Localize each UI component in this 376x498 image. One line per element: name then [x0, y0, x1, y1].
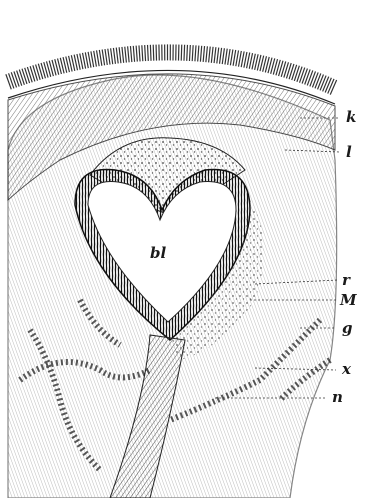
label-g: g [342, 319, 353, 337]
label-n: n [332, 388, 343, 406]
label-r: r [342, 271, 351, 289]
label-M: M [339, 291, 357, 309]
label-l: l [346, 143, 352, 161]
label-bl: bl [150, 244, 166, 262]
label-k: k [346, 108, 356, 126]
label-x: x [341, 360, 352, 378]
